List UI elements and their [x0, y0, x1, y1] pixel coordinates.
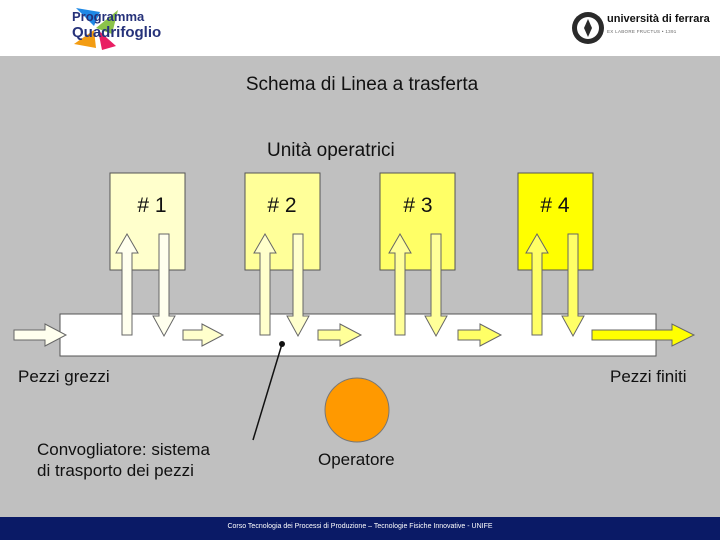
unit-4-label: # 4	[540, 194, 570, 217]
unit-2-down-arrow	[286, 233, 310, 338]
unit-2-box	[244, 172, 321, 271]
slide-title: Schema di Linea a trasferta	[245, 74, 479, 95]
footer-bar	[0, 517, 720, 540]
conveyor-label-line1: Convogliatore: sistema	[37, 440, 210, 459]
operator-icon	[324, 377, 390, 443]
unit-3-label: # 3	[403, 194, 432, 217]
unit-3-up-arrow	[388, 233, 412, 336]
flow-arrow-in	[13, 323, 68, 347]
flow-arrow-3	[457, 323, 503, 347]
conveyor-label-line2: di trasporto dei pezzi	[37, 461, 194, 480]
unit-2-up-arrow	[253, 233, 277, 336]
footer-text: Corso Tecnologia dei Processi di Produzi…	[227, 523, 493, 530]
unit-1-box	[109, 172, 186, 271]
flow-arrow-1	[182, 323, 225, 347]
unit-4-down-arrow	[561, 233, 585, 338]
unit-1-label: # 1	[137, 194, 166, 217]
conveyor-leader-dot	[279, 341, 285, 347]
output-label: Pezzi finiti	[610, 367, 687, 386]
flow-arrow-2	[317, 323, 363, 347]
university-seal-icon	[572, 12, 604, 44]
input-label: Pezzi grezzi	[18, 367, 110, 386]
unit-4-box	[517, 172, 594, 271]
brand-line-1: Programma	[72, 9, 145, 24]
flow-arrow-out	[591, 323, 696, 347]
unit-1-up-arrow	[115, 233, 139, 336]
unit-3-down-arrow	[424, 233, 448, 338]
unit-1-down-arrow	[152, 233, 176, 338]
unit-3-box	[379, 172, 456, 271]
slide-subtitle: Unità operatrici	[267, 140, 395, 161]
unit-2-label: # 2	[267, 194, 296, 217]
university-name: università di ferrara	[607, 13, 710, 25]
brand-line-2: Quadrifoglio	[72, 24, 162, 41]
unit-4-up-arrow	[525, 233, 549, 336]
university-tagline: EX LABORE FRUCTUS • 1391	[607, 29, 677, 34]
conveyor-leader-line	[252, 343, 283, 441]
quadrifoglio-logo-icon	[74, 8, 118, 50]
operator-label: Operatore	[318, 450, 395, 469]
